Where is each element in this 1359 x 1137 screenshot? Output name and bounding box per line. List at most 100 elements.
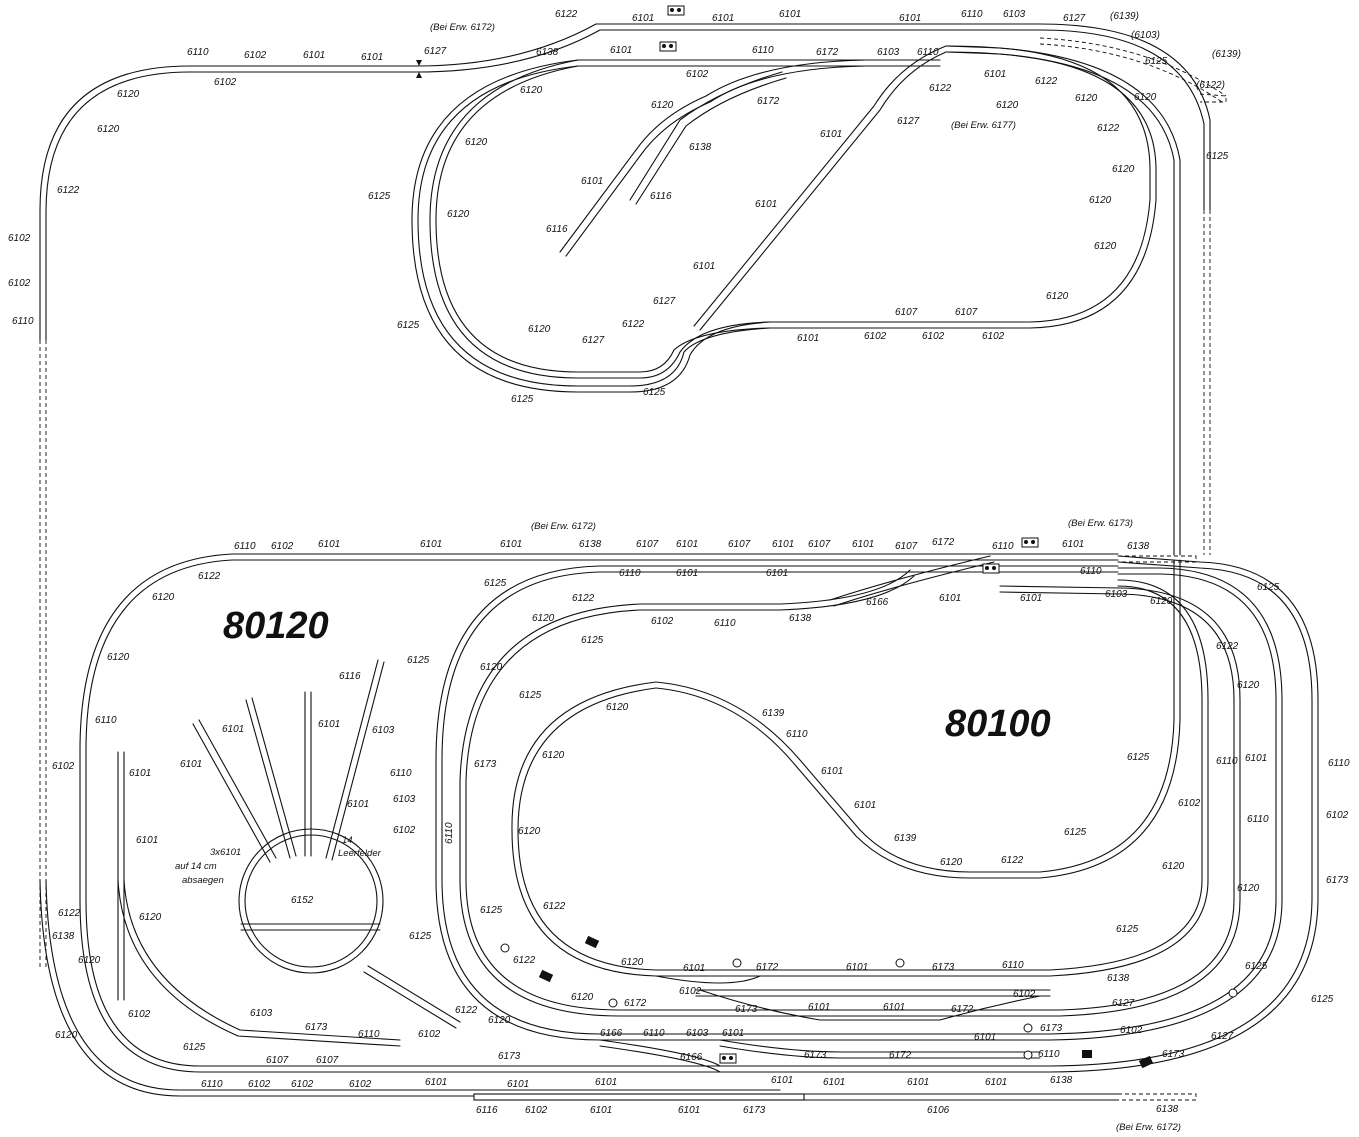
track-label: 6107 [636,539,659,550]
track-label: 6106 [927,1105,950,1116]
track-labels: 6122 6101 6101 6101 6101 6110 6103 6127 … [8,9,1350,1133]
track-label: 6173 [735,1004,758,1015]
track-label: 6120 [940,857,963,868]
track-label: 6101 [1062,539,1084,550]
layout-title: 80120 [223,605,329,647]
track-label: 6110 [444,822,455,844]
track-label: 6101 [425,1077,447,1088]
track-label: 6101 [852,539,874,550]
track-label: 6102 [349,1079,372,1090]
upper-outer-loop [39,23,1211,970]
track-label: 6107 [316,1055,339,1066]
note: absaegen [182,875,224,886]
track-label: 6101 [683,963,705,974]
track-label: 6101 [500,539,522,550]
track-label: 6120 [1112,164,1135,175]
track-label: 6125 [409,931,432,942]
track-label: 6152 [291,895,314,906]
track-label: 6125 [368,191,391,202]
track-label: 6122 [622,319,645,330]
track-label: 6110 [643,1028,665,1039]
track-label: 6122 [513,955,536,966]
track-label: 6101 [222,724,244,735]
track-label: 6120 [488,1015,511,1026]
track-label: 6102 [393,825,416,836]
lower-outer-loop [39,553,1319,1097]
note: (Bei Erw. 6173) [1068,518,1133,529]
track-label: 6103 [686,1028,709,1039]
track-label: 6120 [78,955,101,966]
track-label: 6101 [808,1002,830,1013]
track-label: 6120 [520,85,543,96]
track-label: 6101 [361,52,383,63]
track-label: 6101 [581,176,603,187]
track-label: 6120 [55,1030,78,1041]
track-label: 6101 [823,1077,845,1088]
note: (Bei Erw. 6172) [430,22,495,33]
track-label: 6173 [804,1050,827,1061]
track-label: 6102 [244,50,267,61]
track-label: 6101 [984,69,1006,80]
track-label: (6122) [1196,80,1225,91]
track-label: 6125 [1064,827,1087,838]
track-label: 6139 [762,708,785,719]
track-label: 6127 [653,296,676,307]
track-label: 6173 [743,1105,766,1116]
track-label: 6120 [1094,241,1117,252]
track-label: 6102 [922,331,945,342]
track-label: 6101 [507,1079,529,1090]
note: 14 [342,835,353,846]
track-label: 6110 [187,47,209,58]
track-label: 6116 [476,1105,498,1116]
track-label: 6172 [624,998,647,1009]
track-label: 6103 [250,1008,273,1019]
track-label: 6103 [393,794,416,805]
track-label: 6107 [895,307,918,318]
track-label: 6122 [1097,123,1120,134]
track-label: 6101 [693,261,715,272]
track-label: 6138 [536,47,559,58]
track-label: 6122 [543,901,566,912]
track-label: 6127 [582,335,605,346]
track-label: 6101 [1020,593,1042,604]
track-label: 6120 [996,100,1019,111]
track-label: 6120 [1134,92,1157,103]
track-label: 6101 [772,539,794,550]
track-label: 6173 [474,759,497,770]
track-label: 6125 [407,655,430,666]
track-label: 6102 [525,1105,548,1116]
track-label: 6102 [418,1029,441,1040]
track-label: 6110 [1247,814,1269,825]
track-label: 6103 [877,47,900,58]
track-label: 6116 [546,224,568,235]
layout-title: 80100 [945,703,1051,745]
track-label: (6139) [1212,49,1241,60]
track-label: 6110 [201,1079,223,1090]
note: auf 14 cm [175,861,217,872]
track-label: 6120 [621,957,644,968]
track-label: 6101 [907,1077,929,1088]
track-label: 6127 [1211,1031,1234,1042]
turntable-area [117,555,1197,1101]
track-label: 6101 [610,45,632,56]
track-label: 6120 [1046,291,1069,302]
track-label: 6102 [128,1009,151,1020]
track-label: 6107 [955,307,978,318]
track-label: 6107 [895,541,918,552]
track-label: 6103 [1105,589,1128,600]
track-label: 6120 [532,613,555,624]
track-label: 6166 [600,1028,623,1039]
track-label: 6120 [571,992,594,1003]
track-label: 6125 [1145,56,1168,67]
track-label: 6101 [347,799,369,810]
track-label: 6122 [1035,76,1058,87]
track-label: 6102 [1013,989,1036,1000]
track-label: 6102 [248,1079,271,1090]
track-label: 6125 [581,635,604,646]
track-label: 6101 [797,333,819,344]
track-label: 6102 [1120,1025,1143,1036]
track-label: 6125 [484,578,507,589]
track-label: 6102 [8,233,31,244]
track-label: 6120 [107,652,130,663]
track-label: 6122 [929,83,952,94]
